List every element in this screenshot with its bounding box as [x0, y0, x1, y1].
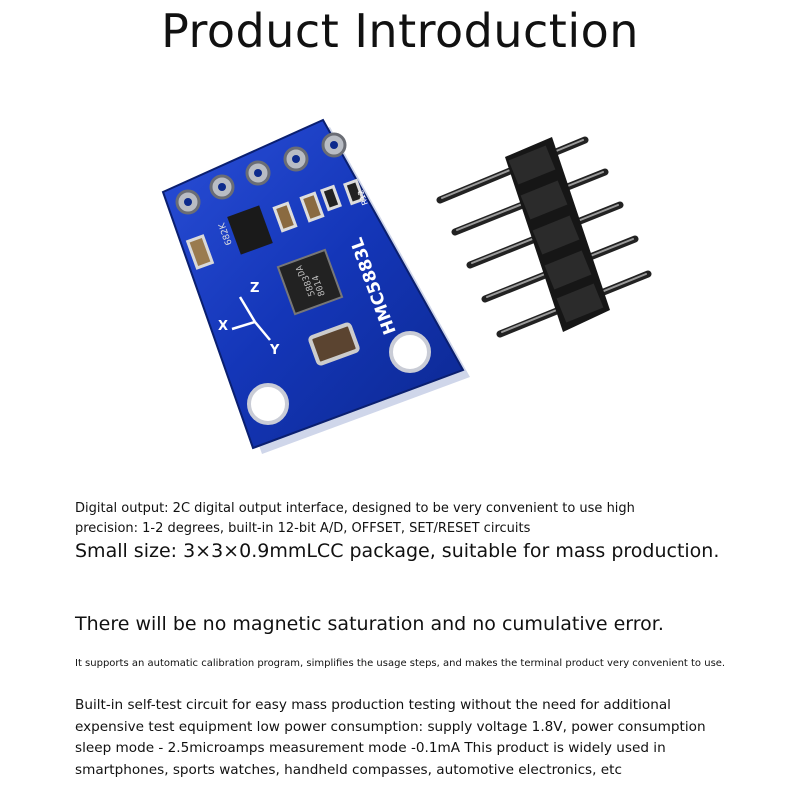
precision-text: precision: 1-2 degrees, built-in 12-bit …: [75, 521, 531, 536]
ic-marking-1: DA: [295, 263, 308, 277]
sensor-board: 682K R12 DA 5883 8014 HMC5883L Z X Y: [161, 118, 470, 454]
axis-indicator: [231, 296, 271, 341]
no-saturation-text: There will be no magnetic saturation and…: [75, 613, 664, 635]
paragraph-line: smartphones, sports watches, handheld co…: [75, 761, 622, 778]
product-photo: 682K R12 DA 5883 8014 HMC5883L Z X Y: [161, 118, 652, 454]
pin-header: [436, 136, 652, 338]
paragraph-line: sleep mode - 2.5microamps measurement mo…: [75, 740, 666, 756]
page-title: Product Introduction: [161, 4, 639, 58]
axis-z-label: Z: [250, 281, 259, 296]
smd-components: [185, 178, 365, 366]
features-paragraph: Built-in self-test circuit for easy mass…: [75, 695, 775, 781]
digital-output-text: Digital output: 2C digital output interf…: [75, 501, 635, 516]
calibration-text: It supports an automatic calibration pro…: [75, 658, 726, 669]
axis-y-label: Y: [269, 343, 280, 358]
paragraph-line: expensive test equipment low power consu…: [75, 718, 706, 735]
paragraph-line: Built-in self-test circuit for easy mass…: [75, 697, 671, 713]
axis-x-label: X: [218, 319, 228, 334]
mounting-hole: [389, 331, 431, 373]
small-size-text: Small size: 3×3×0.9mmLCC package, suitab…: [75, 540, 720, 562]
hmc-chip: DA 5883 8014: [276, 248, 344, 316]
mounting-hole: [247, 383, 289, 425]
